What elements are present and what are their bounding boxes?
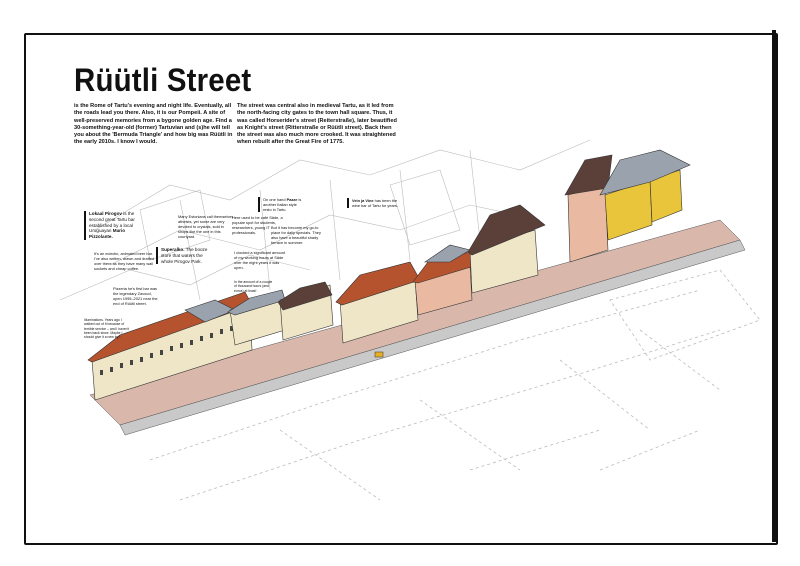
note-pirogov: Lokaal Pirogov is the second great Tartu… bbox=[84, 211, 141, 240]
note-vein-ja-vine: Vein ja Vine has been the wine bar of Ta… bbox=[347, 198, 402, 208]
note-pirogov-sub: It's an eclectic, animated beer bar. I'v… bbox=[94, 251, 155, 271]
note-sade-sub2: In the amount of a couple of thousand ho… bbox=[234, 280, 273, 293]
poster-frame-edge bbox=[772, 30, 776, 542]
intro-right: The street was central also in medieval … bbox=[237, 103, 397, 146]
note-crystals: Many Estonians call themselves atheists,… bbox=[178, 214, 234, 239]
poster-title: Rüütli Street bbox=[74, 62, 252, 98]
note-pizzeria: Pizzeria he's first bar was the legendar… bbox=[113, 286, 158, 306]
poster-frame bbox=[24, 33, 778, 545]
note-pazze: On one hand Pazze is another Italian sty… bbox=[258, 197, 305, 212]
note-illuminations: Illuminations. Years ago I walked out of… bbox=[84, 318, 130, 340]
note-sade: Here used to be café Säde, a popular spo… bbox=[232, 215, 283, 235]
note-pazze-sub: But it has become my go-to place for dai… bbox=[271, 225, 321, 245]
intro-left: is the Rome of Tartu's evening and night… bbox=[74, 103, 233, 146]
note-superalko: Superalko. The booze store that waters t… bbox=[156, 247, 209, 265]
note-sade-sub: I clocked a significant amount of my wor… bbox=[234, 250, 286, 270]
